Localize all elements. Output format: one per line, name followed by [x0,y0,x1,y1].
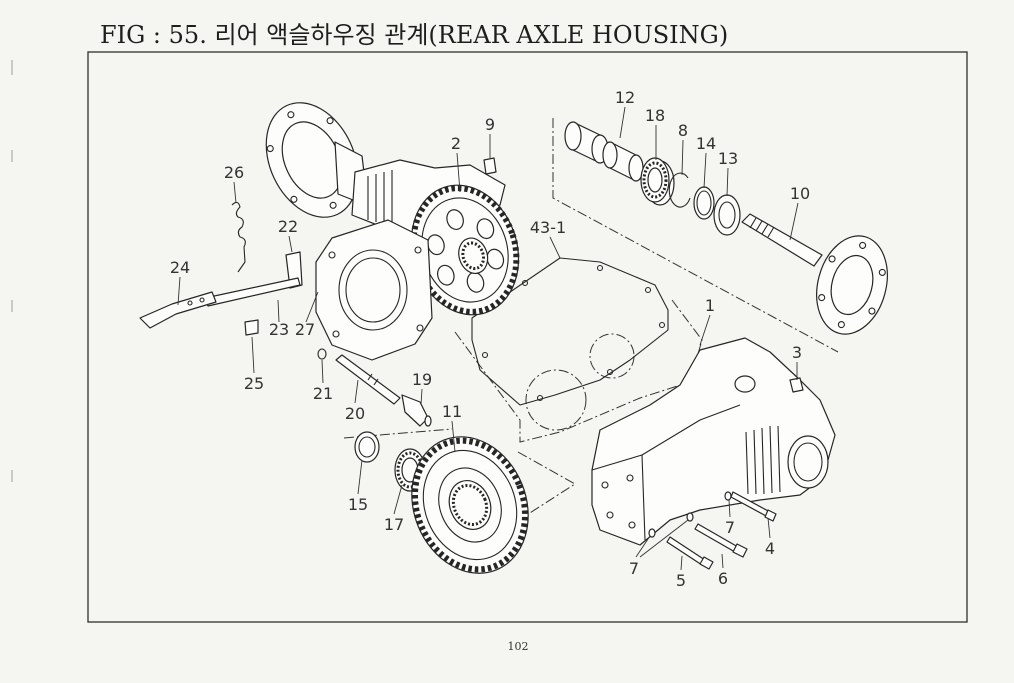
callout-label: 11 [442,402,462,421]
callout-17: 17 [384,484,404,534]
callout-5: 5 [676,555,686,590]
callout-26: 26 [224,163,244,204]
bolt-4 [730,491,777,522]
callout-25: 25 [244,336,264,393]
bearing-18 [640,157,675,206]
callout-label: 24 [170,258,190,277]
callout-label: 14 [696,134,716,153]
callout-15: 15 [348,459,368,514]
callout-label: 5 [676,571,686,590]
callout-14: 14 [696,134,716,189]
callout-7-lower: 7 [629,519,689,578]
callout-11: 11 [442,402,462,453]
callout-2: 2 [451,134,461,193]
bracket-24 [139,291,217,329]
callout-label: 13 [718,149,738,168]
callout-label: 15 [348,495,368,514]
left-flange [265,102,359,218]
ring-14 [693,186,715,220]
axle-housing-1 [591,337,836,546]
callout-19: 19 [412,370,432,406]
callout-label: 7 [629,559,639,578]
bolt-3 [789,377,804,393]
callout-label: 10 [790,184,810,203]
spring-26 [231,201,246,273]
callout-22: 22 [278,217,298,253]
callout-18: 18 [645,106,665,160]
seal-15 [354,431,380,463]
housing-27 [315,219,433,361]
callout-label: 25 [244,374,264,393]
callout-12: 12 [615,88,635,139]
sleeve-12 [564,121,644,182]
callout-20: 20 [345,379,365,423]
seal-13 [713,194,741,236]
callout-3: 3 [792,343,802,380]
callout-8: 8 [678,121,688,176]
axle-shaft-10 [741,213,888,335]
callout-10: 10 [789,184,810,241]
bolt-9 [483,157,497,175]
callout-label: 18 [645,106,665,125]
callout-23: 23 [269,299,289,339]
callout-label: 26 [224,163,244,182]
washers-7 [648,491,732,538]
ring-21 [317,348,327,360]
callout-label: 9 [485,115,495,134]
callout-1: 1 [699,296,715,346]
callout-43-1: 43-1 [530,218,566,259]
figure-frame [87,51,968,623]
callout-9: 9 [485,115,495,158]
callout-13: 13 [718,149,738,197]
callout-label: 12 [615,88,635,107]
callout-label: 22 [278,217,298,236]
callout-24: 24 [170,258,190,306]
callout-label: 21 [313,384,333,403]
callout-label: 4 [765,539,775,558]
page-number: 102 [508,640,529,653]
callout-label: 43-1 [530,218,566,237]
callout-label: 8 [678,121,688,140]
bolt-25 [244,319,259,336]
circlip-8 [668,172,691,208]
fork-19 [401,394,432,427]
callout-label: 23 [269,320,289,339]
bolt-6 [694,523,748,558]
callout-label: 17 [384,515,404,534]
callout-4: 4 [765,517,775,558]
callout-label: 7 [725,518,735,537]
callout-7-upper: 7 [725,499,735,537]
callout-label: 19 [412,370,432,389]
callout-label: 2 [451,134,461,153]
shaft-20 [335,354,401,405]
gear-11 [411,436,529,574]
callout-27: 27 [295,291,319,339]
lever-23 [204,277,301,307]
callout-21: 21 [313,359,333,403]
callout-label: 27 [295,320,315,339]
figure-title: FIG : 55. 리어 액슬하우징 관계(REAR AXLE HOUSING) [100,21,728,49]
bolt-5 [666,536,714,570]
callout-6: 6 [718,553,728,588]
callout-label: 3 [792,343,802,362]
callout-label: 1 [705,296,715,315]
callout-label: 6 [718,569,728,588]
callout-label: 20 [345,404,365,423]
